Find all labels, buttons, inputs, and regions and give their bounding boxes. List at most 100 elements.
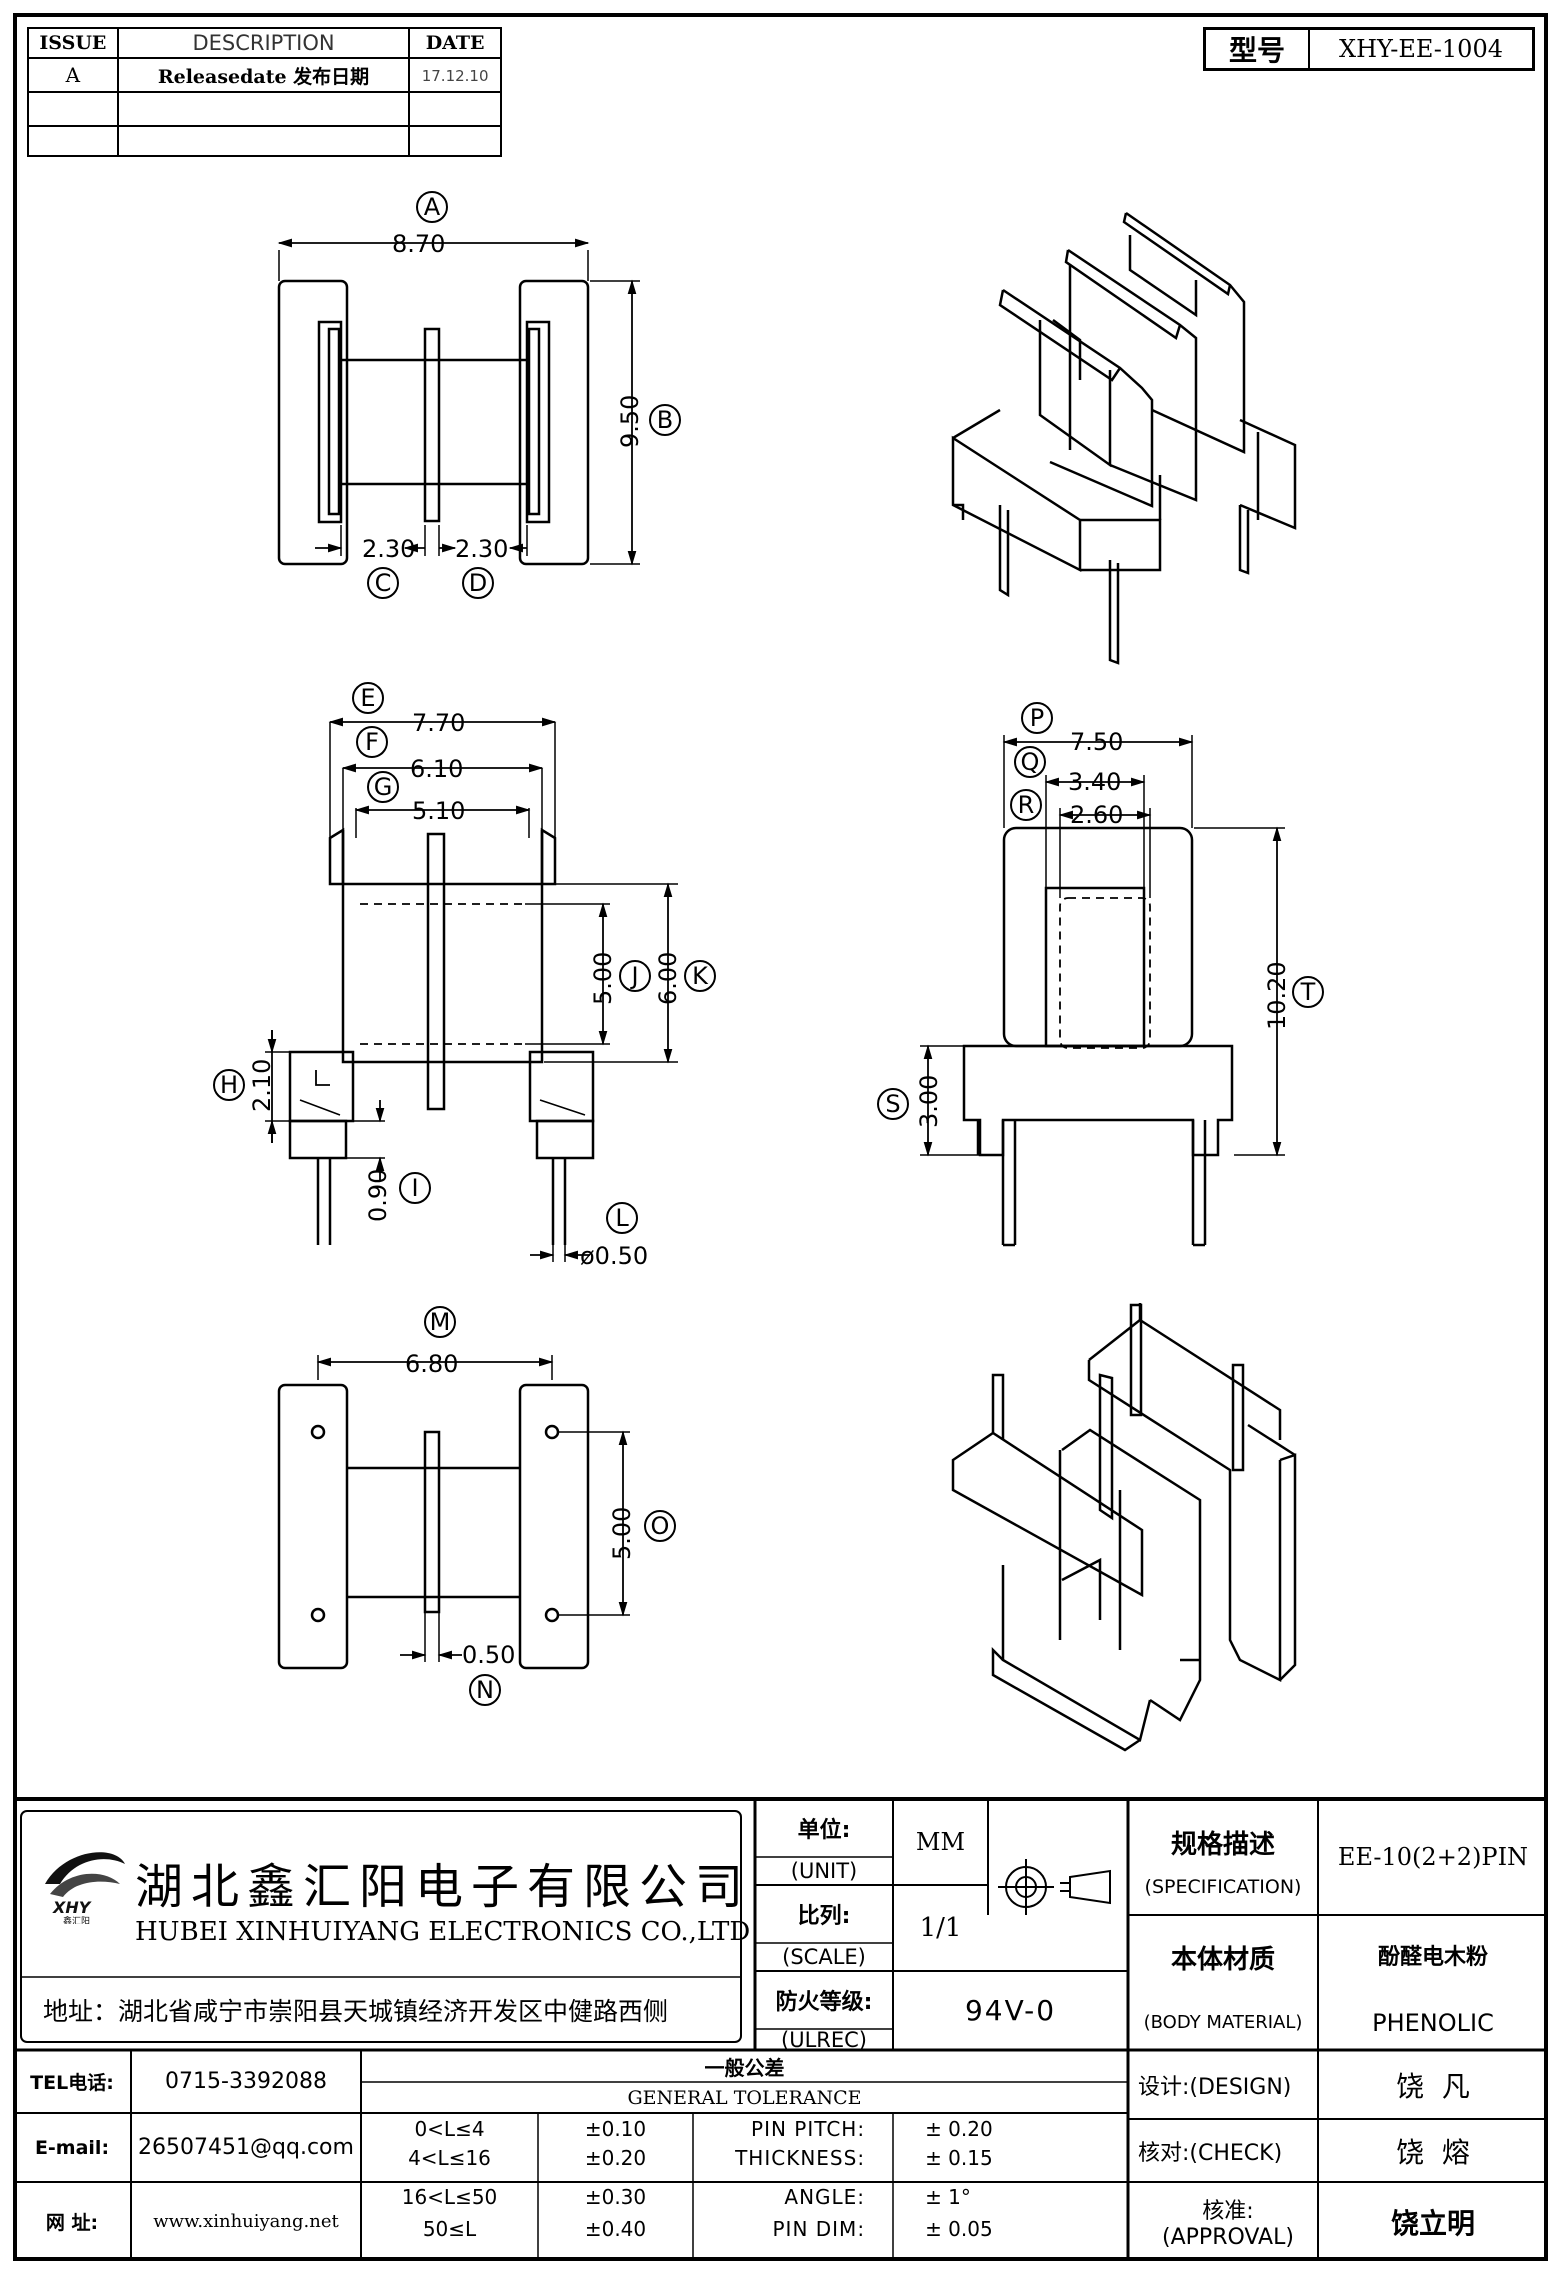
scale-value: 1/1 — [919, 1913, 962, 1943]
balloon-m: M — [424, 1306, 456, 1338]
tolerance-value: ±0.40 — [584, 2217, 647, 2241]
material-label-en: (BODY MATERIAL) — [1143, 2011, 1303, 2033]
model-value: XHY-EE-1004 — [1338, 35, 1503, 63]
balloon-q: Q — [1014, 746, 1046, 778]
svg-text:D: D — [469, 569, 487, 597]
special-tolerance-value: ± 0.05 — [925, 2217, 993, 2241]
approval-value: 饶立明 — [1390, 2206, 1475, 2240]
svg-text:M: M — [430, 1308, 451, 1336]
tolerance-value: ±0.20 — [584, 2146, 647, 2170]
svg-text:G: G — [374, 773, 393, 801]
special-tolerance-value: ± 0.15 — [925, 2146, 993, 2170]
dim-n-value: 0.50 — [462, 1641, 515, 1669]
dim-a-value: 8.70 — [392, 230, 445, 258]
tolerance-row: 4<L≤16±0.20 — [361, 2146, 693, 2179]
dim-t-value: 10.20 — [1263, 961, 1291, 1030]
tolerance-specials: PIN PITCH:± 0.20 THICKNESS:± 0.15 ANGLE:… — [693, 2117, 1128, 2244]
tolerance-row: 50≤L±0.40 — [361, 2214, 693, 2244]
check-label: 核对:(CHECK) — [1138, 2140, 1283, 2166]
unit-label-cn: 单位: — [797, 1818, 851, 1843]
company-logo: XHY 鑫汇阳 — [35, 1839, 135, 1927]
dim-l-value: ø0.50 — [580, 1242, 648, 1270]
dim-j-value: 5.00 — [589, 952, 617, 1005]
material-value-en: PHENOLIC — [1372, 2008, 1494, 2037]
svg-text:Q: Q — [1021, 748, 1040, 776]
side-view — [920, 735, 1285, 1247]
revision-table: ISSUE DESCRIPTION DATE A Releasedate 发布日… — [27, 27, 502, 157]
model-box: 型号 XHY-EE-1004 — [1203, 27, 1535, 71]
dim-k-value: 6.00 — [654, 952, 682, 1005]
special-tolerance-row: PIN PITCH:± 0.20 — [693, 2117, 1128, 2146]
svg-text:J: J — [629, 962, 638, 990]
web-label: 网 址: — [45, 2212, 99, 2234]
issue-cell — [27, 125, 119, 157]
svg-text:F: F — [365, 728, 379, 756]
email-label: E-mail: — [34, 2136, 110, 2159]
date-header: DATE — [425, 32, 485, 54]
dim-m-value: 6.80 — [405, 1350, 458, 1378]
dim-f-value: 6.10 — [410, 755, 463, 783]
tolerance-title-cn: 一般公差 — [704, 2055, 785, 2080]
tolerance-title-en: GENERAL TOLERANCE — [627, 2086, 862, 2109]
balloon-k: K — [684, 960, 716, 992]
balloon-r: R — [1010, 789, 1042, 821]
email-value[interactable]: 26507451@qq.com — [138, 2135, 354, 2160]
svg-text:O: O — [651, 1512, 670, 1540]
isometric-view-2 — [951, 1303, 1297, 1752]
special-tolerance-name: PIN PITCH: — [751, 2117, 866, 2141]
svg-text:S: S — [885, 1090, 900, 1118]
material-value-cn: 酚醛电木粉 — [1377, 1945, 1488, 1970]
logo-subtext: 鑫汇阳 — [63, 1915, 90, 1924]
approval-label: 核准:(APPROVAL) — [1162, 2199, 1294, 2250]
date-cell: 17.12.10 — [421, 66, 489, 85]
dim-g-value: 5.10 — [412, 797, 465, 825]
svg-text:B: B — [657, 406, 673, 434]
scale-label-en: (SCALE) — [782, 1945, 866, 1969]
spec-value: EE-10(2+2)PIN — [1337, 1843, 1529, 1871]
svg-text:A: A — [424, 193, 441, 221]
dim-d-value: 2.30 — [455, 535, 508, 563]
dim-p-value: 7.50 — [1070, 728, 1123, 756]
svg-text:H: H — [220, 1071, 238, 1099]
svg-text:C: C — [375, 569, 392, 597]
dim-o-value: 5.00 — [608, 1507, 636, 1560]
svg-text:T: T — [1300, 978, 1316, 1006]
tolerance-range: 0<L≤4 — [414, 2117, 485, 2141]
special-tolerance-row: THICKNESS: ± 0.15 — [693, 2146, 1128, 2179]
svg-text:P: P — [1030, 704, 1044, 732]
logo-text: XHY — [52, 1898, 92, 1917]
dim-c-value: 2.30 — [362, 535, 415, 563]
company-address: 地址：湖北省咸宁市崇阳县天城镇经济开发区中健路西侧 — [43, 1997, 669, 2026]
tolerance-row: 16<L≤50±0.30 — [361, 2179, 693, 2214]
design-label: 设计:(DESIGN) — [1138, 2074, 1292, 2100]
special-tolerance-name: THICKNESS: — [735, 2146, 866, 2170]
ulrec-label-cn: 防火等级: — [775, 1990, 873, 2015]
date-cell — [408, 125, 502, 157]
material-label-cn: 本体材质 — [1170, 1944, 1275, 1975]
balloon-s: S — [877, 1088, 909, 1120]
description-cell: Releasedate 发布日期 — [157, 65, 370, 88]
balloon-o: O — [644, 1510, 676, 1542]
tel-label: TEL电话: — [30, 2072, 114, 2094]
balloon-p: P — [1021, 702, 1053, 734]
model-label: 型号 — [1228, 34, 1285, 67]
svg-text:R: R — [1018, 791, 1035, 819]
dim-b-value: 9.50 — [616, 395, 644, 448]
bottom-view — [277, 1355, 630, 1670]
special-tolerance-name: PIN DIM: — [772, 2217, 866, 2241]
balloon-t: T — [1292, 976, 1324, 1008]
balloon-i: I — [399, 1172, 431, 1204]
ulrec-label-en: (ULREC) — [781, 2027, 867, 2052]
check-value: 饶 熔 — [1396, 2135, 1470, 2169]
tolerance-range: 16<L≤50 — [401, 2184, 498, 2209]
svg-text:E: E — [360, 684, 375, 712]
issue-cell: A — [65, 63, 81, 87]
title-block: XHY 鑫汇阳 湖北鑫汇阳电子有限公司 HUBEI XINHUIYANG ELE… — [13, 1797, 1548, 2261]
description-cell — [116, 91, 411, 127]
web-value[interactable]: www.xinhuiyang.net — [153, 2211, 339, 2232]
balloon-c: C — [367, 567, 399, 599]
tolerance-ranges: 0<L≤4±0.10 4<L≤16±0.20 16<L≤50±0.30 50≤L… — [361, 2117, 693, 2244]
balloon-a: A — [416, 191, 448, 223]
dim-e-value: 7.70 — [412, 709, 465, 737]
ulrec-value: 94V-0 — [964, 1994, 1057, 2027]
